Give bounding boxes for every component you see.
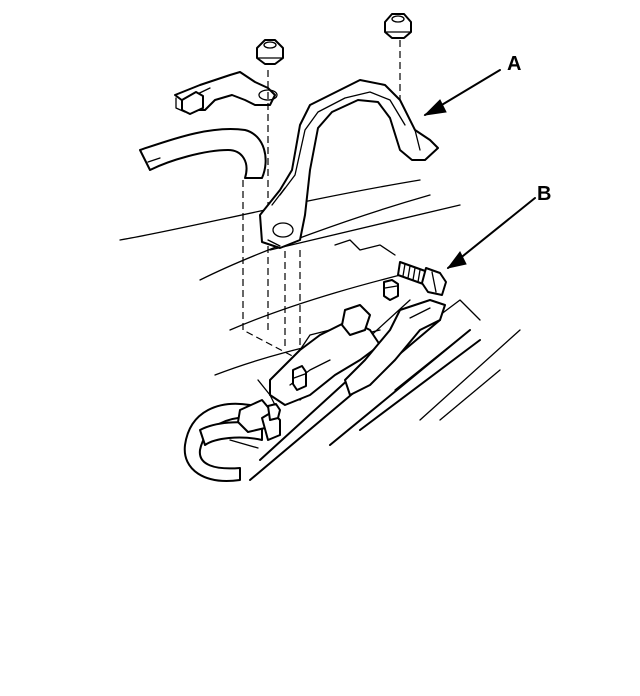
flange-nut-left (256, 39, 284, 65)
frame-structure (119, 179, 521, 481)
callout-a-label: A (507, 53, 521, 75)
alignment-guides (242, 40, 401, 361)
lower-hoses (183, 379, 281, 482)
callout-b: B (446, 183, 551, 269)
callout-b-label: B (537, 183, 551, 205)
hanger-assembly (269, 304, 381, 406)
bolt-b (397, 261, 447, 296)
stud-b (383, 279, 399, 301)
exhaust-pipe-right (344, 299, 446, 396)
callout-a: A (423, 53, 521, 116)
exhaust-pipe-left (139, 128, 267, 179)
sensor-bracket (174, 71, 278, 115)
flange-nut-right (384, 13, 412, 39)
mount-bracket-a (259, 79, 439, 249)
